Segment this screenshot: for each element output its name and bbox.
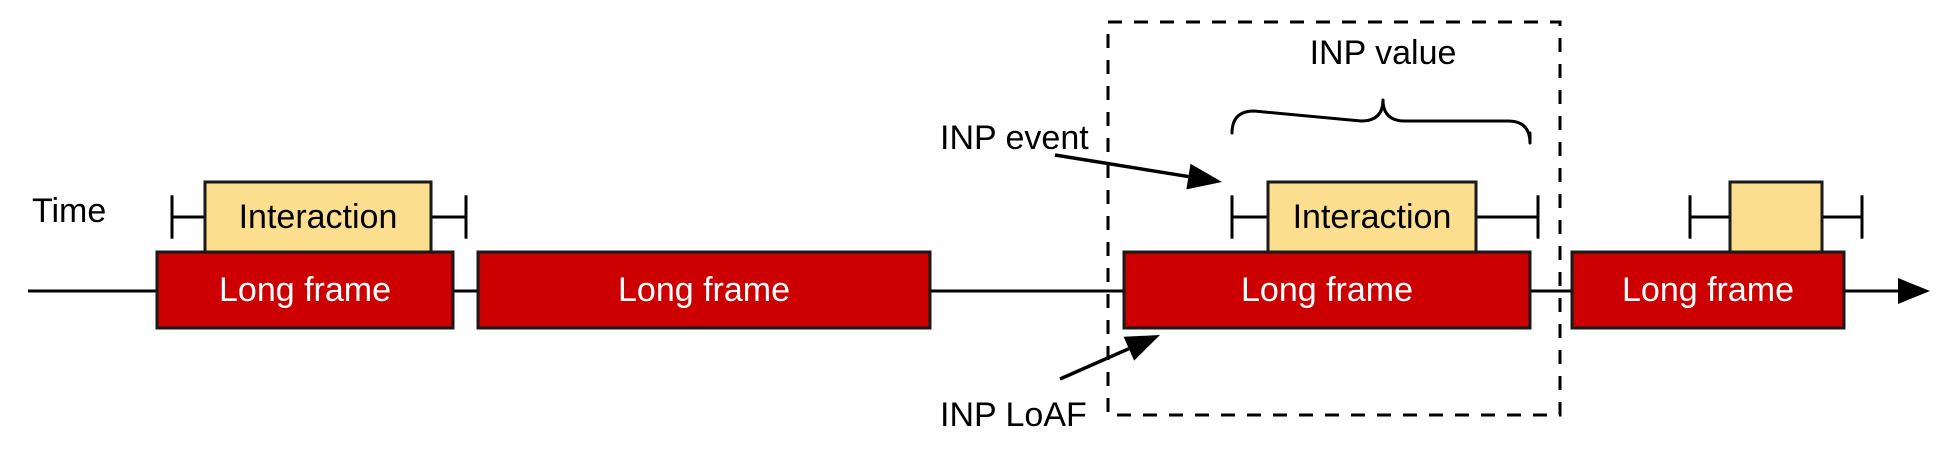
inp-event-label: INP event xyxy=(940,119,1089,157)
interaction-label-0: Interaction xyxy=(239,198,398,236)
long-frame-label-2: Long frame xyxy=(1241,271,1413,309)
inp-value-label: INP value xyxy=(1310,34,1457,72)
inp-event-leader-line xyxy=(1054,153,1189,179)
long-frame-box: Long frame xyxy=(1570,250,1846,330)
inp-event-arrow-icon xyxy=(1186,163,1222,190)
interaction-box xyxy=(1728,180,1824,254)
long-frame-label-0: Long frame xyxy=(219,271,391,309)
long-frame-group: Long frame Long frame Long frame Long frame xyxy=(155,250,1846,330)
long-frame-box: Long frame xyxy=(1122,250,1532,330)
arrow-right-icon xyxy=(1898,278,1930,304)
interaction-box: Interaction xyxy=(203,180,433,254)
time-axis-label: Time xyxy=(32,192,106,230)
interaction-label-1: Interaction xyxy=(1293,198,1452,236)
long-frame-rect-1 xyxy=(476,250,932,330)
interaction-rect-0 xyxy=(203,180,433,254)
annotation-leaders xyxy=(1054,153,1222,381)
interaction-rect-1 xyxy=(1266,180,1478,254)
interaction-rect-2 xyxy=(1728,180,1824,254)
interaction-whiskers xyxy=(170,195,1864,239)
long-frame-box: Long frame xyxy=(155,250,455,330)
inp-loaf-leader-line xyxy=(1059,347,1130,381)
inp-value-brace xyxy=(1230,98,1532,145)
interaction-group: Interaction Interaction xyxy=(203,180,1824,254)
long-frame-rect-3 xyxy=(1570,250,1846,330)
inp-loaf-arrow-icon xyxy=(1123,335,1160,361)
long-frame-rect-2 xyxy=(1122,250,1532,330)
inp-region-dashed-box xyxy=(1106,20,1562,417)
long-frame-box: Long frame xyxy=(476,250,932,330)
long-frame-label-3: Long frame xyxy=(1622,271,1794,309)
inp-loaf-label: INP LoAF xyxy=(940,396,1087,434)
long-frame-label-1: Long frame xyxy=(618,271,790,309)
interaction-box: Interaction xyxy=(1266,180,1478,254)
